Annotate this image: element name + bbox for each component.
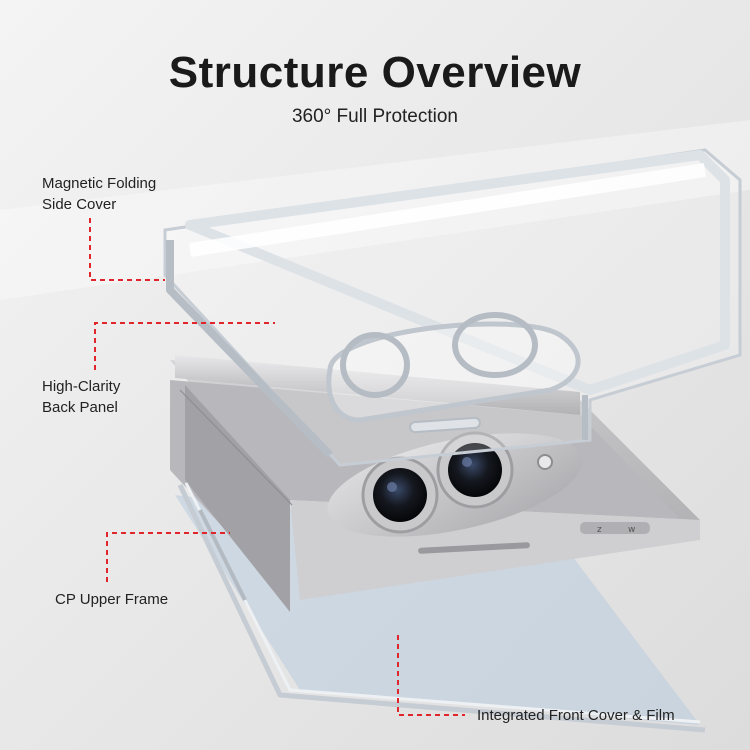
callout-text: Integrated Front Cover & Film	[477, 707, 675, 724]
page-title: Structure Overview	[168, 48, 582, 97]
callout-text: Side Cover	[42, 196, 117, 213]
callout-line-back	[94, 322, 275, 370]
side-button	[418, 542, 530, 554]
key-mark-label: w	[628, 525, 635, 535]
callout-cp-frame: CP Upper Frame	[55, 589, 168, 610]
light-streak	[0, 120, 750, 300]
callout-text: High-Clarity	[42, 378, 121, 395]
key-mark	[580, 522, 650, 534]
callout-text: Magnetic Folding	[42, 175, 157, 192]
callout-lines	[89, 218, 465, 716]
callout-line-frame	[106, 532, 230, 582]
camera-lens	[448, 443, 502, 497]
key-mark-label: z	[597, 525, 602, 535]
page-subtitle: 360° Full Protection	[291, 106, 459, 127]
clear-back-case	[163, 148, 742, 467]
callout-text: Back Panel	[42, 399, 118, 416]
camera-lens	[373, 468, 427, 522]
cp-upper-frame	[177, 482, 706, 733]
callout-line-magnetic	[89, 218, 165, 281]
flash-icon	[537, 454, 553, 470]
callout-back-panel: High-Clarity Back Panel	[42, 376, 120, 418]
callout-front-cover: Integrated Front Cover & Film	[477, 705, 675, 726]
callout-text: CP Upper Frame	[55, 591, 169, 608]
callout-magnetic-side-cover: Magnetic Folding Side Cover	[42, 173, 156, 215]
